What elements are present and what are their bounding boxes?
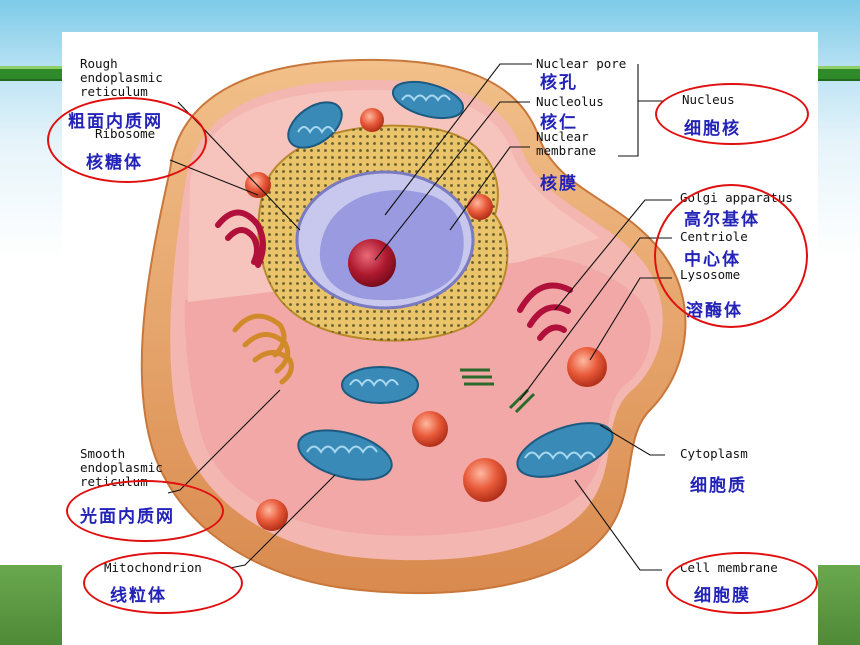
label-cytoplasm: Cytoplasm bbox=[680, 446, 748, 461]
cn-cytoplasm: 细胞质 bbox=[690, 476, 747, 496]
mitochondria bbox=[287, 80, 614, 481]
smooth-er-tubules bbox=[232, 313, 294, 385]
annotation-ring-golgi-centriole-lysosome bbox=[654, 184, 808, 328]
golgi-bodies bbox=[215, 209, 573, 341]
annotation-ring-mitochondrion bbox=[83, 552, 243, 614]
annotation-ring-cell-membrane bbox=[666, 552, 818, 614]
label-nuclear-membrane: Nuclear membrane bbox=[536, 129, 597, 158]
mitochondria-cristae bbox=[297, 94, 596, 460]
annotation-ring-nucleus bbox=[655, 83, 809, 145]
cn-nucleolus: 核仁 bbox=[540, 113, 578, 133]
label-nuclear-pore: Nuclear pore bbox=[536, 56, 627, 71]
annotation-ring-rough-er bbox=[47, 97, 207, 183]
annotation-ring-smooth-er bbox=[66, 480, 224, 542]
label-nucleolus: Nucleolus bbox=[536, 94, 604, 109]
nucleolus-sphere bbox=[348, 239, 396, 287]
lysosomes bbox=[245, 108, 607, 531]
cn-nuclear-pore: 核孔 bbox=[540, 73, 578, 93]
label-rough-er: Rough endoplasmic reticulum bbox=[80, 56, 163, 99]
cn-nuclear-membrane: 核膜 bbox=[540, 174, 578, 194]
